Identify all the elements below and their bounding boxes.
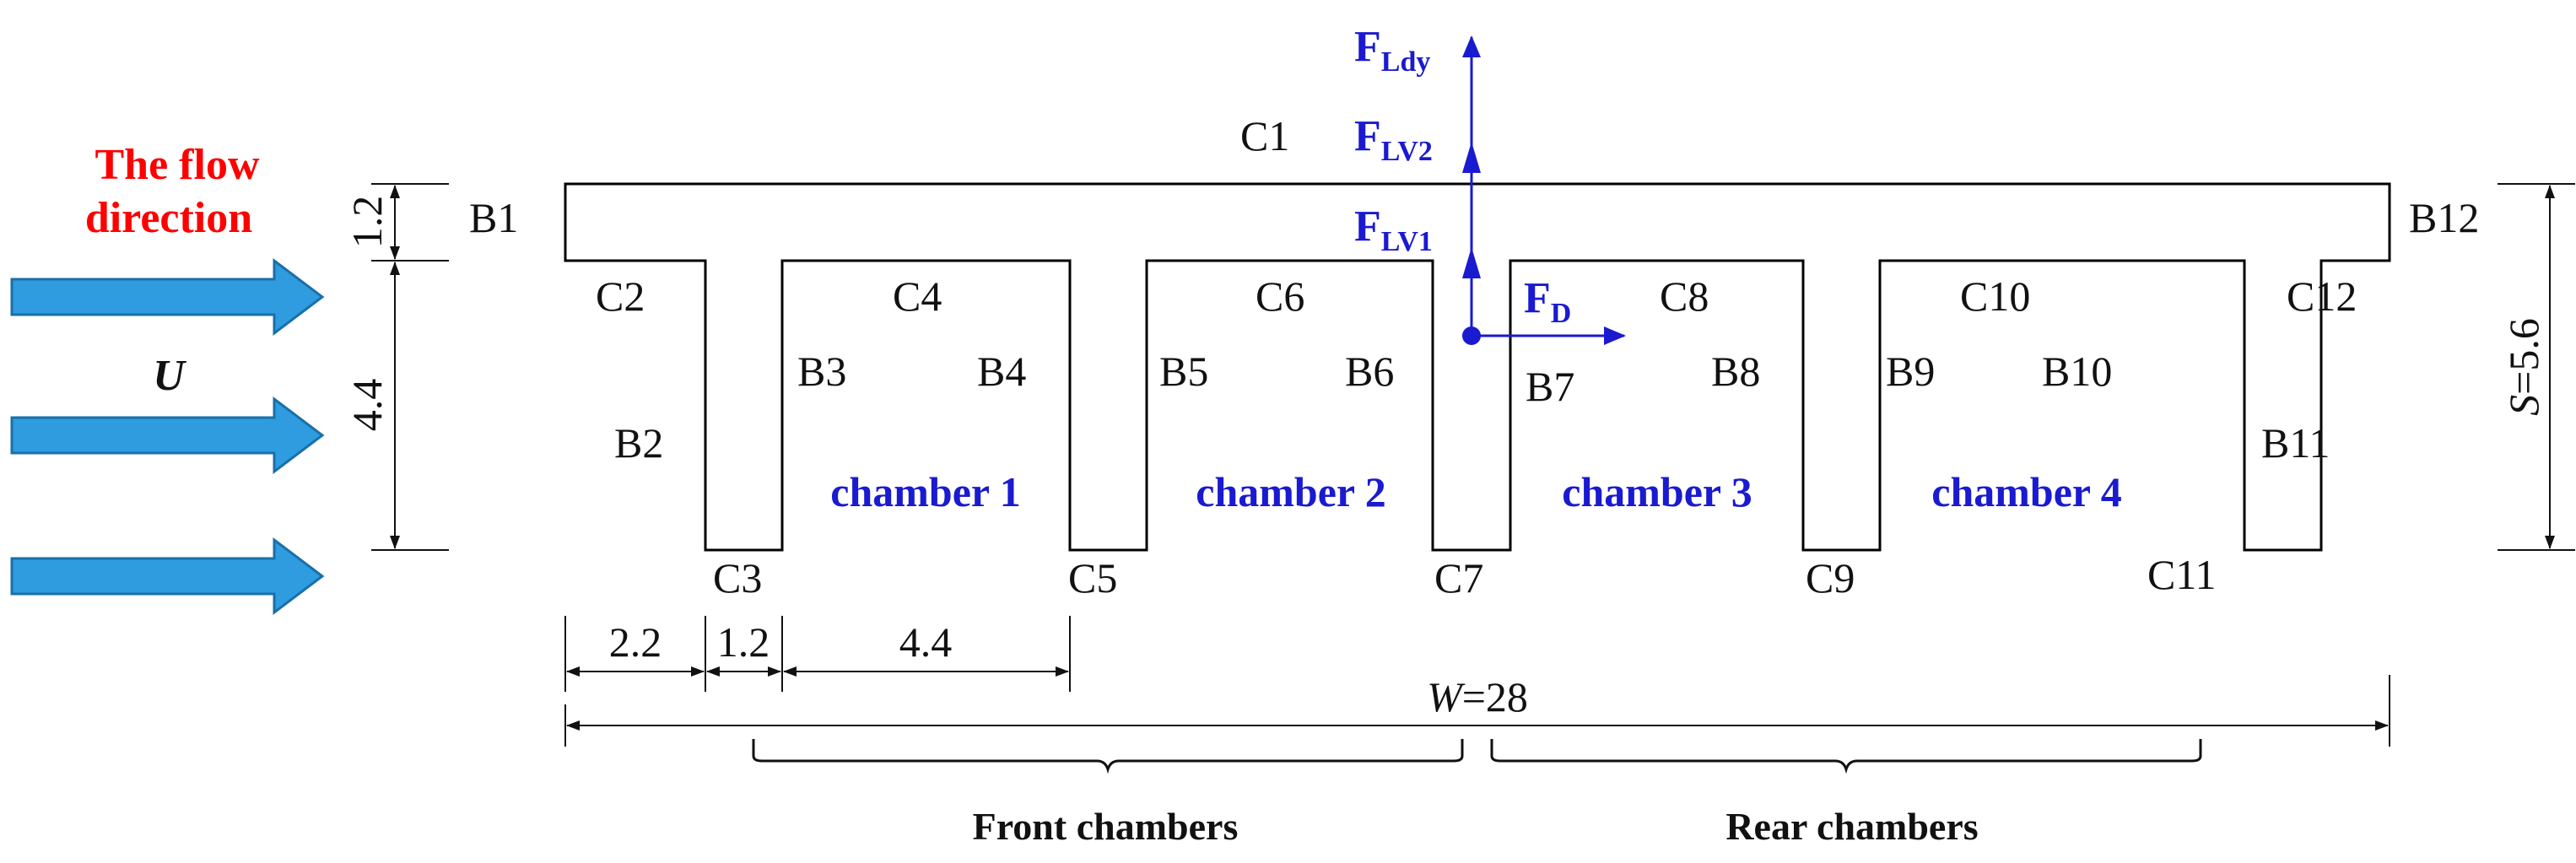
- boundary-label-b7: B7: [1526, 363, 1574, 410]
- corner-label-c2: C2: [596, 272, 645, 320]
- force-label-fd: FD: [1524, 274, 1571, 329]
- velocity-symbol: U: [153, 352, 186, 400]
- chamber-label-3: chamber 3: [1562, 468, 1752, 515]
- chamber-label-2: chamber 2: [1196, 468, 1385, 515]
- right-vertical-dimension: [2498, 183, 2575, 551]
- lift-arrowhead-lv1: [1462, 247, 1481, 278]
- dim-web-depth: 4.4: [343, 379, 391, 432]
- flow-arrow-middle: [10, 396, 325, 475]
- flow-arrow-bottom: [10, 537, 325, 616]
- front-chambers-label: Front chambers: [973, 805, 1239, 848]
- total-width-dimension: [564, 675, 2390, 747]
- rear-chambers-label: Rear chambers: [1725, 805, 1978, 848]
- front-chambers-brace: [752, 739, 1464, 774]
- dim-edge-width: 2.2: [609, 618, 662, 666]
- rear-chambers-brace: [1490, 739, 2202, 774]
- force-label-flv1: FLV1: [1354, 202, 1433, 257]
- chamber-label-4: chamber 4: [1931, 468, 2121, 515]
- corner-label-c1: C1: [1240, 112, 1289, 159]
- boundary-label-b12: B12: [2409, 194, 2479, 241]
- boundary-label-b4: B4: [977, 348, 1026, 395]
- boundary-label-b8: B8: [1711, 348, 1760, 395]
- corner-label-c11: C11: [2147, 551, 2217, 598]
- flow-direction-line1: The flow: [95, 141, 260, 189]
- corner-label-c5: C5: [1068, 554, 1117, 601]
- boundary-label-b11: B11: [2261, 419, 2330, 467]
- corner-label-c12: C12: [2287, 272, 2357, 320]
- force-origin-point: [1462, 326, 1481, 345]
- bottom-detail-dimensions: [564, 616, 1071, 692]
- corner-label-c10: C10: [1960, 272, 2030, 320]
- force-label-flv2: FLV2: [1354, 112, 1433, 167]
- corner-label-c6: C6: [1256, 272, 1304, 320]
- dim-total-width: W=28: [1427, 673, 1528, 720]
- corner-label-c7: C7: [1434, 554, 1483, 601]
- flow-arrows: [10, 257, 325, 616]
- boundary-label-b2: B2: [614, 419, 663, 467]
- corner-label-c8: C8: [1660, 272, 1709, 320]
- force-label-fldy: FLdy: [1354, 23, 1430, 78]
- boundary-label-b9: B9: [1886, 348, 1935, 395]
- corner-label-c4: C4: [893, 272, 942, 320]
- boundary-label-b10: B10: [2042, 348, 2112, 395]
- corner-label-c3: C3: [713, 554, 762, 601]
- dim-depth: S=5.6: [2500, 318, 2547, 416]
- left-vertical-dimensions: [371, 183, 449, 551]
- chamber-label-1: chamber 1: [830, 468, 1020, 515]
- dim-web-width: 1.2: [717, 618, 770, 666]
- flow-direction-line2: direction: [85, 194, 252, 242]
- corner-label-c9: C9: [1806, 554, 1855, 601]
- boundary-label-b5: B5: [1159, 348, 1208, 395]
- dim-chamber-width: 4.4: [899, 618, 953, 666]
- cross-section-outline: [564, 182, 2391, 552]
- boundary-label-b3: B3: [797, 348, 846, 395]
- boundary-label-b6: B6: [1345, 348, 1394, 395]
- boundary-label-b1: B1: [469, 194, 518, 241]
- flow-arrow-top: [10, 257, 325, 337]
- lift-arrowhead-lv2: [1462, 142, 1481, 173]
- force-vectors: [1462, 35, 1626, 345]
- dim-top-thickness: 1.2: [343, 196, 391, 249]
